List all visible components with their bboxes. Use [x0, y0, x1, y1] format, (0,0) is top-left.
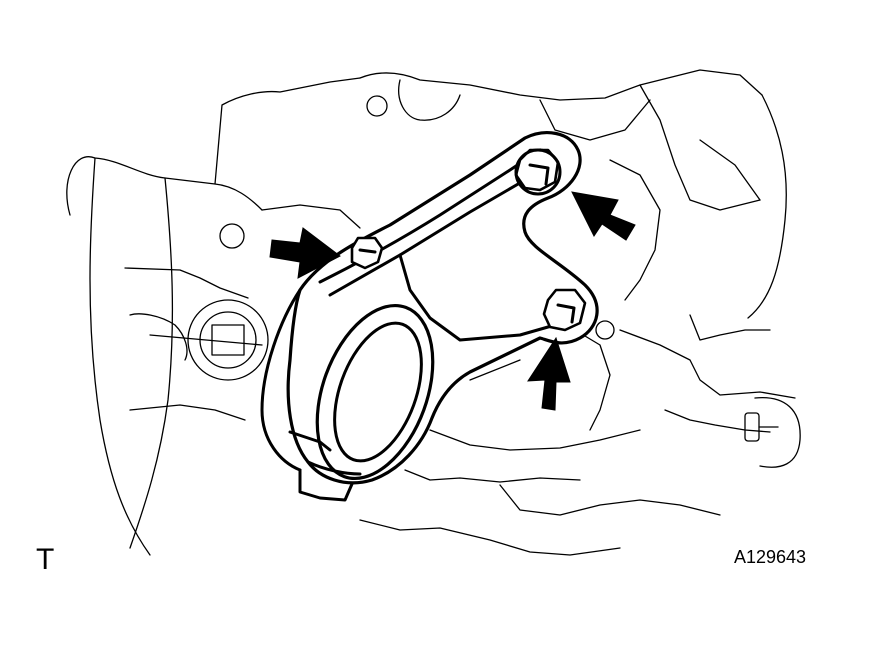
- bolt-upper-right: [514, 148, 562, 196]
- bolt-lower-right: [542, 288, 587, 332]
- engine-background-lines: [66, 69, 801, 556]
- view-marker-label: T: [36, 543, 55, 576]
- callout-arrows: [269, 191, 636, 411]
- arrow-left-bolt: [269, 227, 341, 279]
- arrow-lower-right-bolt: [527, 336, 571, 411]
- bolt-left: [350, 236, 384, 270]
- figure-code-label: A129643: [734, 547, 807, 567]
- arrow-upper-right-bolt: [571, 191, 636, 241]
- engine-mount-bracket: [260, 131, 599, 502]
